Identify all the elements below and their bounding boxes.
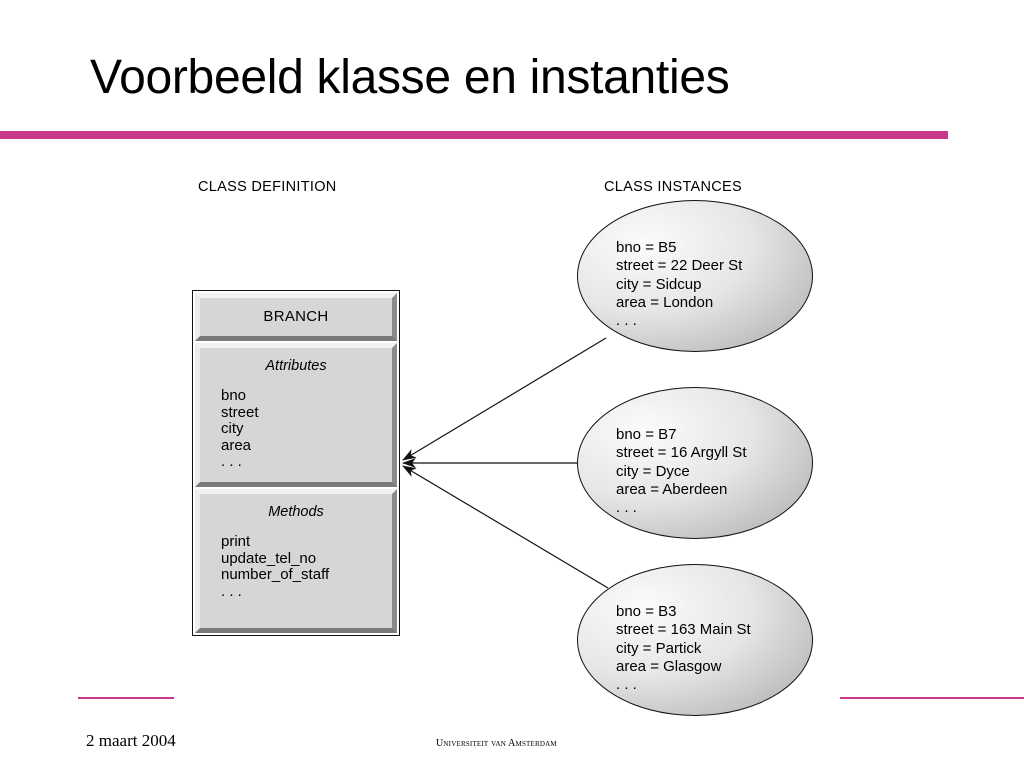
class-instances-header: CLASS INSTANCES — [604, 179, 742, 195]
instance-line: bno = B7 — [616, 426, 677, 443]
class-branch-box: BRANCH Attributes bno street city area .… — [192, 290, 400, 636]
instance-line: street = 22 Deer St — [616, 257, 743, 275]
logo-text: Universiteit van Amsterdam — [436, 738, 557, 749]
instance-line: area = London — [616, 293, 714, 311]
footer-rule-right — [840, 697, 1024, 699]
title-underline — [0, 131, 948, 139]
method-item: update_tel_no — [221, 549, 317, 567]
instance-b5: bno = B5 street = 22 Deer St city = Sidc… — [577, 200, 813, 352]
slide-title: Voorbeeld klasse en instanties — [90, 51, 730, 104]
instance-lines: bno = B3 street = 163 Main St city = Par… — [616, 603, 751, 694]
attributes-list: bno street city area . . . — [200, 387, 392, 471]
instance-line: city = Partick — [616, 639, 702, 657]
instance-line: . . . — [616, 676, 637, 694]
class-name: BRANCH — [263, 308, 329, 325]
attribute-item: street — [221, 403, 259, 421]
arrow-instance-3 — [402, 465, 609, 589]
instance-line: area = Glasgow — [616, 657, 722, 675]
footer-date: 2 maart 2004 — [86, 731, 176, 750]
instance-lines: bno = B5 street = 22 Deer St city = Sidc… — [616, 239, 742, 330]
instance-lines: bno = B7 street = 16 Argyll St city = Dy… — [616, 426, 746, 517]
class-name-panel: BRANCH — [195, 293, 397, 341]
instance-line: bno = B5 — [616, 239, 677, 256]
attributes-title: Attributes — [265, 358, 327, 374]
instance-line: street = 163 Main St — [616, 621, 751, 639]
method-item: number_of_staff — [221, 566, 330, 583]
methods-title: Methods — [268, 504, 324, 520]
arrow-instance-1 — [402, 337, 607, 461]
method-item: . . . — [221, 582, 242, 600]
attribute-item: city — [221, 420, 244, 437]
instance-line: city = Dyce — [616, 462, 690, 480]
method-item: print — [221, 533, 251, 550]
instance-line: area = Aberdeen — [616, 480, 728, 498]
attributes-panel: Attributes bno street city area . . . — [195, 343, 397, 487]
class-definition-header: CLASS DEFINITION — [198, 179, 337, 195]
instance-line: . . . — [616, 312, 637, 330]
footer-rule-left — [78, 697, 174, 699]
instance-b7: bno = B7 street = 16 Argyll St city = Dy… — [577, 387, 813, 539]
attribute-item: bno — [221, 387, 247, 404]
methods-list: print update_tel_no number_of_staff . . … — [200, 533, 392, 600]
instance-b3: bno = B3 street = 163 Main St city = Par… — [577, 564, 813, 716]
attribute-item: area — [221, 436, 252, 454]
instance-line: street = 16 Argyll St — [616, 444, 747, 462]
university-logo: Universiteit van Amsterdam — [436, 738, 557, 749]
attribute-item: . . . — [221, 453, 242, 470]
instance-line: bno = B3 — [616, 603, 677, 620]
instance-line: city = Sidcup — [616, 275, 702, 293]
instance-line: . . . — [616, 499, 637, 517]
methods-panel: Methods print update_tel_no number_of_st… — [195, 489, 397, 633]
